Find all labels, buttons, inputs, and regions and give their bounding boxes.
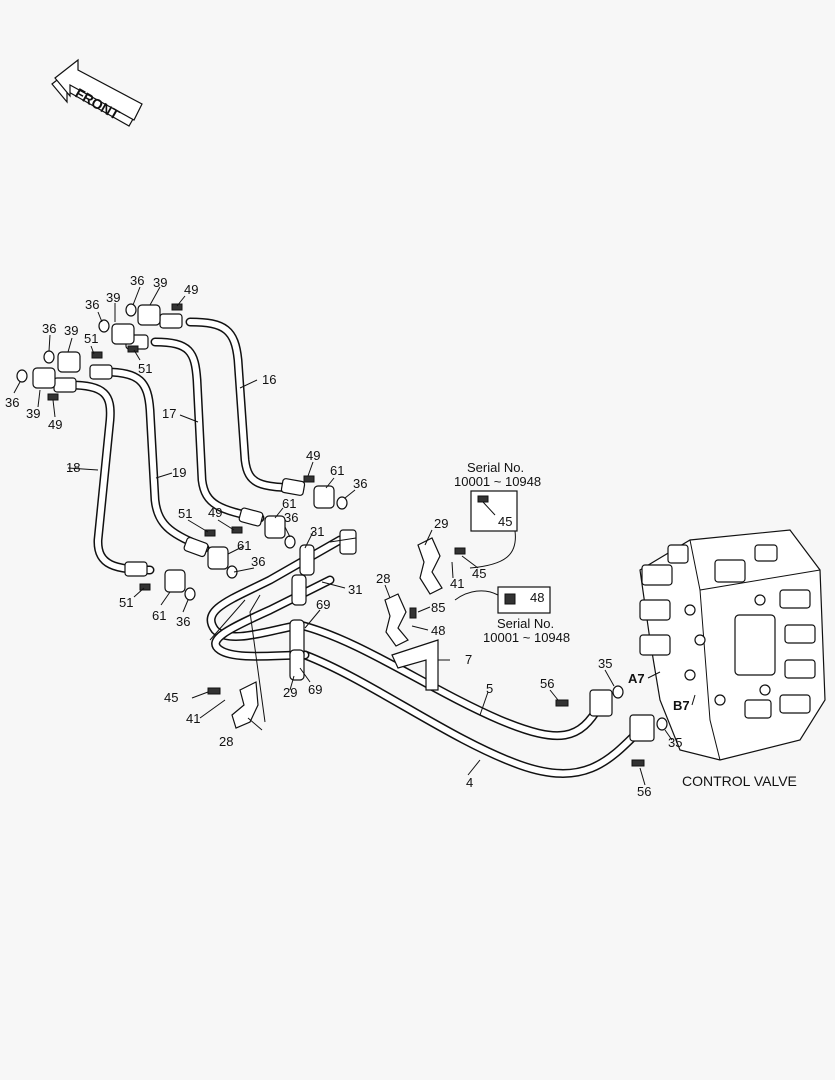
control-valve-caption: CONTROL VALVE bbox=[682, 773, 797, 789]
callout: 85 bbox=[431, 600, 445, 615]
callout: 36 bbox=[176, 614, 190, 629]
callout: 61 bbox=[330, 463, 344, 478]
pipe-19 bbox=[100, 367, 210, 553]
callout: 45 bbox=[164, 690, 178, 705]
callout: 36 bbox=[85, 297, 99, 312]
callout: 31 bbox=[348, 582, 362, 597]
callout: 36 bbox=[5, 395, 19, 410]
inset-mid: 48 Serial No. 10001 ~ 10948 bbox=[454, 586, 570, 645]
callout: 45 bbox=[472, 566, 486, 581]
callout: 41 bbox=[186, 711, 200, 726]
callout: 56 bbox=[637, 784, 651, 799]
flanges bbox=[32, 304, 335, 593]
o-rings bbox=[16, 303, 668, 731]
bolts bbox=[47, 303, 645, 767]
tube-4 bbox=[300, 650, 645, 778]
callout: 49 bbox=[306, 448, 320, 463]
pipe-17 bbox=[150, 337, 265, 523]
callout: 35 bbox=[598, 656, 612, 671]
tube-31 bbox=[206, 535, 345, 661]
callout: 51 bbox=[84, 331, 98, 346]
callout: 19 bbox=[172, 465, 186, 480]
callout: 51 bbox=[119, 595, 133, 610]
callout: 18 bbox=[66, 460, 80, 475]
callout: 29 bbox=[434, 516, 448, 531]
leader-lines bbox=[13, 286, 696, 786]
inset-top-serial-label: Serial No. bbox=[467, 460, 524, 475]
brackets bbox=[231, 529, 443, 729]
pipe-16 bbox=[185, 317, 305, 493]
callout: 36 bbox=[251, 554, 265, 569]
callout: 31 bbox=[310, 524, 324, 539]
callout: 5 bbox=[486, 681, 493, 696]
inset-top: Serial No. 10001 ~ 10948 45 bbox=[454, 460, 541, 569]
callout: 16 bbox=[262, 372, 276, 387]
fittings bbox=[53, 313, 655, 742]
callout: 28 bbox=[219, 734, 233, 749]
tube-5 bbox=[295, 620, 605, 741]
port-label-b7: B7 bbox=[673, 698, 690, 713]
control-valve bbox=[639, 529, 826, 761]
pipe-18 bbox=[65, 380, 155, 575]
port-label-a7: A7 bbox=[628, 671, 645, 686]
callout: 28 bbox=[376, 571, 390, 586]
callout: 39 bbox=[64, 323, 78, 338]
callout: 69 bbox=[308, 682, 322, 697]
callout: 48 bbox=[431, 623, 445, 638]
callout: 69 bbox=[316, 597, 330, 612]
callout: 61 bbox=[237, 538, 251, 553]
callout: 61 bbox=[152, 608, 166, 623]
inset-top-part: 45 bbox=[498, 514, 512, 529]
callout: 36 bbox=[284, 510, 298, 525]
callouts: 36 39 49 36 39 51 36 39 51 36 39 49 16 1… bbox=[5, 273, 682, 799]
inset-mid-serial-range: 10001 ~ 10948 bbox=[483, 630, 570, 645]
callout: 49 bbox=[208, 505, 222, 520]
callout: 41 bbox=[450, 576, 464, 591]
inset-top-serial-range: 10001 ~ 10948 bbox=[454, 474, 541, 489]
callout: 56 bbox=[540, 676, 554, 691]
callout: 39 bbox=[106, 290, 120, 305]
callout: 17 bbox=[162, 406, 176, 421]
callout: 7 bbox=[465, 652, 472, 667]
callout: 36 bbox=[353, 476, 367, 491]
callout: 51 bbox=[178, 506, 192, 521]
callout: 35 bbox=[668, 735, 682, 750]
callout: 39 bbox=[153, 275, 167, 290]
callout: 36 bbox=[42, 321, 56, 336]
callout: 61 bbox=[282, 496, 296, 511]
inset-mid-part: 48 bbox=[530, 590, 544, 605]
callout: 49 bbox=[48, 417, 62, 432]
callout: 4 bbox=[466, 775, 473, 790]
callout: 49 bbox=[184, 282, 198, 297]
callout: 39 bbox=[26, 406, 40, 421]
front-arrow: FRONT bbox=[51, 58, 143, 127]
callout: 36 bbox=[130, 273, 144, 288]
callout: 51 bbox=[138, 361, 152, 376]
callout: 29 bbox=[283, 685, 297, 700]
inset-mid-serial-label: Serial No. bbox=[497, 616, 554, 631]
